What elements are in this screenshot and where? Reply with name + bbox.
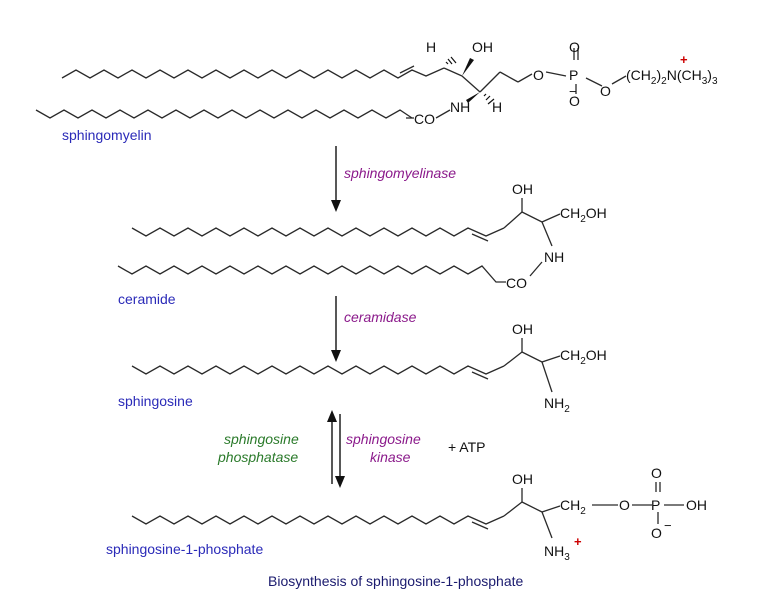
sm-bond [443,67,463,77]
atom-h: H [492,99,502,115]
atom-nh: NH [544,249,564,265]
sph-bond [503,351,523,367]
diagram-caption: Biosynthesis of sphingosine-1-phosphate [268,573,523,589]
cer-bond [521,211,543,223]
enzyme-phosphatase-line2: phosphatase [217,449,298,465]
arrowhead-2 [331,350,341,362]
enzyme-phosphatase-line1: sphingosine [224,431,299,447]
arrowhead-up [327,410,337,422]
ceramide-lower-chain [117,265,506,283]
atom-ch2oh: CH2OH [560,347,607,367]
atom-p: P [569,67,578,83]
s1p-double-bond [471,521,489,530]
sm-bond [499,71,519,83]
enzyme-ceramidase: ceramidase [344,309,417,325]
enzyme-kinase-line1: sphingosine [346,431,421,447]
sm-bond [545,71,567,77]
sm-hash-h [445,56,457,65]
label-sphingomyelin: sphingomyelin [62,127,152,143]
atom-nh: NH [450,99,470,115]
sm-bond [479,71,501,93]
charge-minus: − [569,84,577,99]
cer-bond [529,261,543,277]
sphingomyelin-lower-chain [35,109,413,119]
atom-ch2: CH2 [560,497,586,517]
atom-co: CO [414,111,435,127]
ceramide-upper-chain [131,227,505,237]
atom-oh: OH [512,471,533,487]
enzyme-sphingomyelinase: sphingomyelinase [344,165,456,181]
s1p-bond [521,501,543,513]
atom-ch2-group: (CH2)2N(CH3)3 [626,67,718,87]
sph-bond [521,351,543,363]
atom-oh: OH [512,181,533,197]
label-ceramide: ceramide [118,291,176,307]
atom-o-double: O [569,39,580,55]
atom-p: P [651,497,660,513]
sphingomyelin-upper-chain [61,67,445,79]
cer-bond [541,221,553,247]
sm-wedge-oh [462,58,474,76]
cofactor-atp: + ATP [448,439,485,455]
sm-bond [517,73,533,83]
atom-nh3: NH3 [544,543,570,563]
sph-bond [541,361,553,393]
cer-bond [503,211,523,229]
sphingosine-double-bond [471,371,489,380]
label-sphingosine-1-phosphate: sphingosine-1-phosphate [106,541,263,557]
atom-o: O [619,497,630,513]
sm-bond [461,75,481,93]
sm-bond [435,109,451,119]
ceramide-double-bond [471,233,489,242]
atom-ch2oh: CH2OH [560,205,607,225]
sph-bond [541,355,561,363]
sphingomyelin-structure: H OH O O P O − O (CH2)2N(CH3)3 + NH H CO… [35,39,718,143]
s1p-chain [131,515,505,525]
atom-co: CO [506,275,527,291]
atom-o: O [533,67,544,83]
s1p-bond [541,511,553,539]
atom-o-double: O [651,465,662,481]
s1p-bond [503,501,523,517]
sm-bond [585,77,603,87]
ceramide-structure: OH CH2OH NH CO ceramide [117,181,607,307]
atom-o-minus: O [569,93,580,109]
cer-bond [541,213,561,223]
arrowhead-1 [331,200,341,212]
s1p-structure: OH CH2 O O P OH O − NH3 + sphingosine-1-… [106,465,707,563]
charge-plus: + [680,52,688,67]
atom-h: H [426,39,436,55]
atom-o-minus: O [651,525,662,541]
charge-plus: + [574,534,582,549]
arrowhead-down [335,476,345,488]
sphingosine-chain [131,365,505,375]
atom-oh-end: OH [686,497,707,513]
atom-o: O [600,83,611,99]
atom-oh: OH [472,39,493,55]
atom-oh: OH [512,321,533,337]
enzyme-kinase-line2: kinase [370,449,411,465]
sm-bond [611,75,627,85]
s1p-bond [541,505,561,513]
sphingosine-structure: OH CH2OH NH2 sphingosine [118,321,607,415]
sm-wedge-nh [466,92,480,103]
label-sphingosine: sphingosine [118,393,193,409]
atom-nh2: NH2 [544,395,570,415]
sm-hash-h2 [483,93,495,105]
charge-minus: − [664,518,672,533]
sphingomyelin-double-bond [399,65,415,74]
